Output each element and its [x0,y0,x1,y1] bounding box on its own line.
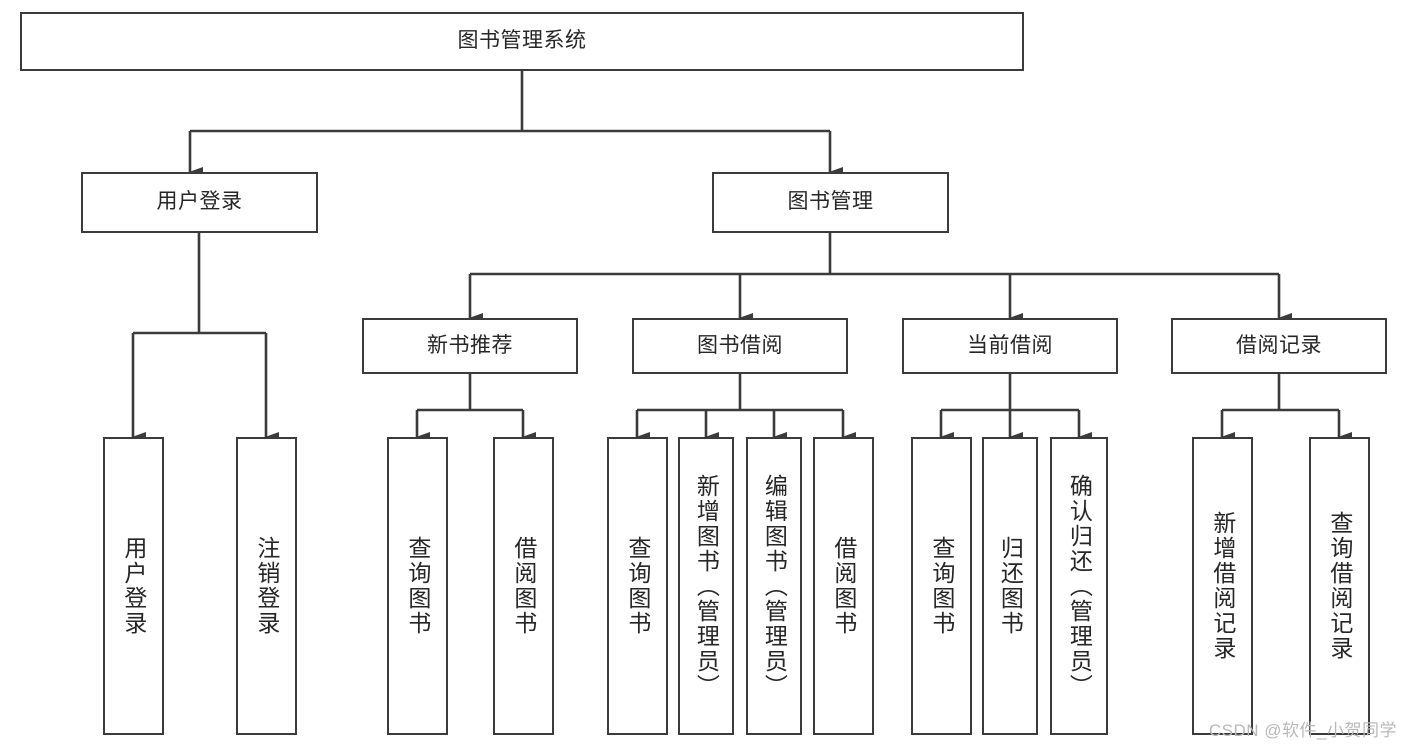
node-label: 查询图书 [624,536,651,636]
node-label: 用户登录 [120,536,147,636]
node-leaf-add-book-admin[interactable]: 新增图书（管理员） [678,437,734,735]
node-label: 查询借阅记录 [1326,511,1353,661]
node-label: 用户登录 [156,190,243,214]
node-leaf-user-login[interactable]: 用户登录 [103,437,164,735]
node-leaf-borrow-book[interactable]: 借阅图书 [813,437,874,735]
node-label: 新增图书（管理员） [693,473,720,699]
node-label: 借阅图书 [830,536,857,636]
node-leaf-query-borrow-record[interactable]: 查询借阅记录 [1309,437,1370,735]
node-label: 查询图书 [928,536,955,636]
node-label: 新增借阅记录 [1209,511,1236,661]
node-leaf-query-book-current[interactable]: 查询图书 [911,437,972,735]
node-leaf-borrow-book-recommend[interactable]: 借阅图书 [493,437,554,735]
csdn-watermark: CSDN @软件_小贺同学 [1208,721,1397,740]
node-leaf-query-book-recommend[interactable]: 查询图书 [387,437,448,735]
node-label: 借阅图书 [510,536,537,636]
node-label: 查询图书 [404,536,431,636]
node-borrow-record[interactable]: 借阅记录 [1171,318,1387,374]
node-label: 图书借阅 [697,333,783,357]
node-book-management[interactable]: 图书管理 [712,172,949,233]
node-leaf-confirm-return-admin[interactable]: 确认归还（管理员） [1050,437,1108,735]
node-leaf-logout[interactable]: 注销登录 [236,437,297,735]
node-leaf-add-borrow-record[interactable]: 新增借阅记录 [1192,437,1253,735]
node-leaf-query-book-borrow[interactable]: 查询图书 [607,437,668,735]
node-label: 确认归还（管理员） [1066,473,1093,699]
node-leaf-edit-book-admin[interactable]: 编辑图书（管理员） [746,437,802,735]
node-book-borrow[interactable]: 图书借阅 [632,318,848,374]
node-root-book-management-system[interactable]: 图书管理系统 [20,12,1024,71]
node-label: 当前借阅 [967,333,1053,357]
node-label: 归还图书 [997,536,1024,636]
node-label: 图书管理 [787,190,874,214]
node-label: 注销登录 [253,536,280,636]
node-label: 编辑图书（管理员） [761,473,788,699]
node-current-borrow[interactable]: 当前借阅 [902,318,1118,374]
node-label: 新书推荐 [427,333,513,357]
node-leaf-return-book[interactable]: 归还图书 [982,437,1038,735]
node-label: 图书管理系统 [457,29,587,53]
node-user-login[interactable]: 用户登录 [81,172,318,233]
node-new-book-recommend[interactable]: 新书推荐 [362,318,578,374]
node-label: 借阅记录 [1236,333,1322,357]
